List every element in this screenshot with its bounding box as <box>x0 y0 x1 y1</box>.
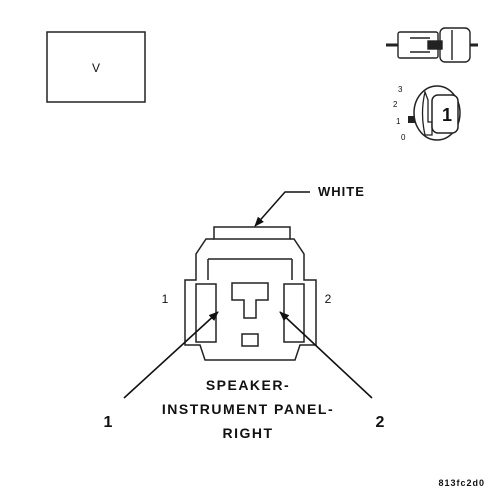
figure-id: 813fc2d0 <box>438 478 485 488</box>
pin-label-2-small: 2 <box>325 292 332 306</box>
connector-title: SPEAKER- INSTRUMENT PANEL- RIGHT <box>162 377 334 441</box>
key-position-icon: 3 2 1 0 1 <box>393 85 461 142</box>
pin-1-leader-line <box>123 311 219 399</box>
pin-label-1-large: 1 <box>104 414 113 431</box>
connector-body <box>184 226 317 361</box>
pin-label-2-large: 2 <box>376 414 385 431</box>
connector-view-icon <box>386 27 478 63</box>
key-scale-1: 1 <box>396 117 401 126</box>
color-callout: WHITE <box>254 184 365 227</box>
pin-2-leader-line <box>279 311 373 399</box>
pin-label-1-small: 1 <box>162 292 169 306</box>
key-scale-0: 0 <box>401 133 406 142</box>
connector-title-line3: RIGHT <box>222 425 273 441</box>
location-box: V <box>46 31 146 103</box>
key-scale-3: 3 <box>398 85 403 94</box>
key-number: 1 <box>442 105 452 125</box>
color-callout-label: WHITE <box>318 184 365 199</box>
connector-title-line2: INSTRUMENT PANEL- <box>162 401 334 417</box>
key-scale-2: 2 <box>393 100 398 109</box>
location-box-label: V <box>92 61 100 75</box>
connector-title-line1: SPEAKER- <box>206 377 290 393</box>
